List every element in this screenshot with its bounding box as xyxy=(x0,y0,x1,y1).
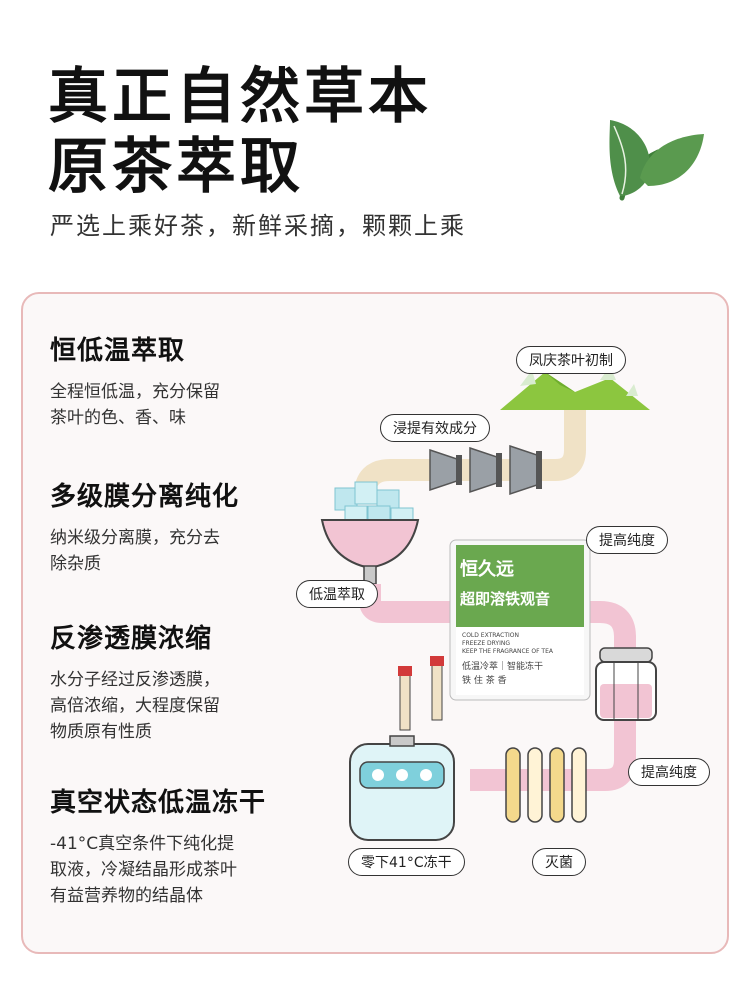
step-title: 恒低温萃取 xyxy=(50,336,186,366)
step-desc-line: 高倍浓缩，大程度保留 xyxy=(50,696,220,716)
filter-columns-icon xyxy=(505,747,587,823)
step-description: 全程恒低温，充分保留 茶叶的色、香、味 xyxy=(50,379,220,431)
step-desc-line: 除杂质 xyxy=(50,554,101,574)
product-box xyxy=(449,539,591,701)
step-desc-line: 纳米级分离膜，充分去 xyxy=(50,528,220,548)
step-title: 多级膜分离纯化 xyxy=(50,482,240,512)
product-name: 超即溶铁观音 xyxy=(460,590,551,608)
step-desc-line: 有益营养物的结晶体 xyxy=(50,886,203,906)
page-subtitle: 严选上乘好茶，新鲜采摘，颗颗上乘 xyxy=(50,212,466,240)
title-line-2: 原茶萃取 xyxy=(48,132,304,202)
step-description: 纳米级分离膜，充分去 除杂质 xyxy=(50,525,239,577)
step-desc-line: 水分子经过反渗透膜， xyxy=(50,670,220,690)
label-freeze: 零下41°C冻干 xyxy=(348,848,465,876)
step-desc-line: 物质原有性质 xyxy=(50,722,152,742)
product-cn-line: 低温冷萃｜智能冻干 xyxy=(462,662,544,672)
freeze-dryer-icon xyxy=(349,735,455,841)
leaf-icon xyxy=(609,120,704,201)
step-low-temp-extraction: 恒低温萃取 全程恒低温，充分保留 茶叶的色、香、味 xyxy=(50,330,220,431)
step-desc-line: 茶叶的色、香、味 xyxy=(50,408,186,428)
product-en-line: KEEP THE FRAGRANCE OF TEA xyxy=(462,648,553,655)
vial-icon xyxy=(398,656,444,731)
step-membrane-purification: 多级膜分离纯化 纳米级分离膜，充分去 除杂质 xyxy=(50,476,239,577)
step-desc-line: 全程恒低温，充分保留 xyxy=(50,382,220,402)
product-cn-line: 铁 住 茶 香 xyxy=(462,676,507,686)
label-purity-1: 提高纯度 xyxy=(586,526,668,554)
label-low-temp: 低温萃取 xyxy=(296,580,378,608)
step-description: -41°C真空条件下纯化提 取液，冷凝结晶形成茶叶 有益营养物的结晶体 xyxy=(50,831,266,909)
step-reverse-osmosis: 反渗透膜浓缩 水分子经过反渗透膜， 高倍浓缩，大程度保留 物质原有性质 xyxy=(50,618,220,745)
label-purity-2: 提高纯度 xyxy=(628,758,710,786)
product-brand: 恒久远 xyxy=(460,559,514,580)
step-vacuum-freeze-dry: 真空状态低温冻干 -41°C真空条件下纯化提 取液，冷凝结晶形成茶叶 有益营养物… xyxy=(50,782,266,909)
title-line-1: 真正自然草本 xyxy=(48,62,432,132)
step-desc-line: 取液，冷凝结晶形成茶叶 xyxy=(50,860,237,880)
page-title: 真正自然草本 原茶萃取 xyxy=(48,62,432,202)
step-title: 反渗透膜浓缩 xyxy=(50,624,213,654)
step-desc-line: -41°C真空条件下纯化提 xyxy=(50,834,235,854)
product-english-text: COLD EXTRACTION FREEZE DRYING KEEP THE F… xyxy=(462,632,553,656)
product-chinese-text: 低温冷萃｜智能冻干 铁 住 茶 香 xyxy=(462,660,543,688)
product-en-line: COLD EXTRACTION xyxy=(462,632,520,639)
step-title: 真空状态低温冻干 xyxy=(50,788,267,818)
label-origin: 凤庆茶叶初制 xyxy=(516,346,626,374)
label-soak: 浸提有效成分 xyxy=(380,414,490,442)
filter-cone-icon xyxy=(429,444,542,496)
product-en-line: FREEZE DRYING xyxy=(462,640,510,647)
step-description: 水分子经过反渗透膜， 高倍浓缩，大程度保留 物质原有性质 xyxy=(50,667,220,745)
label-sterilize: 灭菌 xyxy=(532,848,586,876)
purification-tank-icon xyxy=(595,647,657,721)
